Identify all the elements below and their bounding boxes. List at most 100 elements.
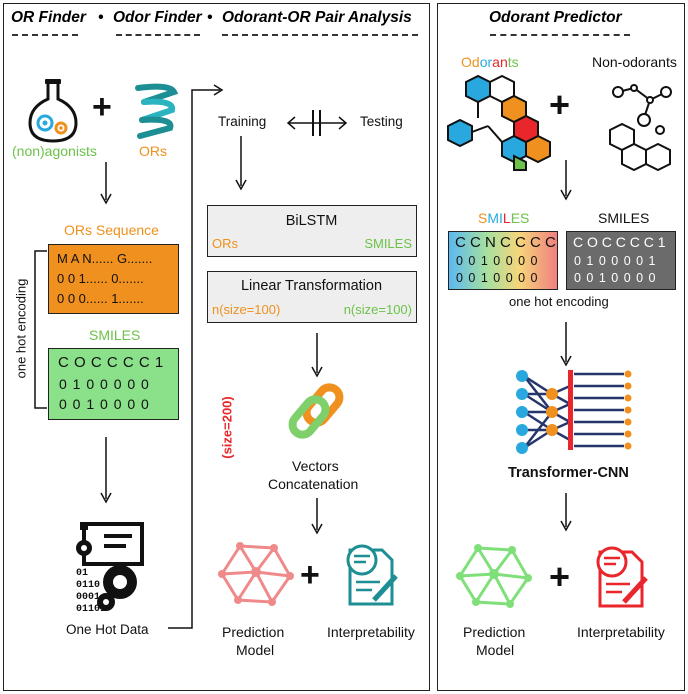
- data-bits-1: 01: [76, 568, 89, 579]
- left-panel: [3, 3, 430, 691]
- prediction-label-2: Model: [236, 642, 275, 658]
- arrow-down-1: [100, 162, 112, 205]
- title-odor-finder: Odor Finder: [113, 9, 202, 26]
- prediction-label-1: Prediction: [222, 624, 285, 640]
- smiles-letter: E: [510, 210, 521, 226]
- network-icon: [218, 542, 294, 606]
- arrow-down-7: [560, 322, 572, 367]
- protein-helix-icon: [135, 83, 179, 139]
- bilstm-box: BiLSTM ORs SMILES: [207, 205, 417, 257]
- or-sequence-matrix: M A N...... G....... 0 0 1...... 0......…: [48, 244, 179, 314]
- concat-label-2: Concatenation: [268, 476, 359, 492]
- plus-sign-left: +: [92, 88, 112, 126]
- neural-network-icon: [516, 370, 632, 454]
- colored-matrix-row: 0 0 1 0 0 0 0: [456, 271, 539, 285]
- odorants-letter: o: [479, 54, 488, 70]
- concat-label-1: Vectors: [292, 458, 339, 474]
- prediction-label-right-2: Model: [476, 642, 515, 658]
- non-odorants-label: Non-odorants: [592, 54, 677, 70]
- one-hot-data-label: One Hot Data: [66, 622, 149, 637]
- interpretability-label-left: Interpretability: [327, 624, 415, 640]
- one-hot-encoding-vertical: one hot encoding: [13, 278, 29, 379]
- smiles-matrix-row: 0 0 1 0 0 0 0: [59, 396, 150, 412]
- transformer-cnn-label: Transformer-CNN: [508, 465, 629, 481]
- smiles-matrix-row: 0 1 0 0 0 0 0: [59, 376, 150, 392]
- data-bits-2: 0110: [76, 580, 101, 591]
- plus-sign-right-top: +: [549, 84, 571, 125]
- arrow-down-5: [311, 498, 323, 535]
- arrow-down-3: [235, 136, 247, 191]
- title-or-finder: OR Finder: [11, 9, 86, 26]
- arrow-down-8: [560, 493, 572, 532]
- or-sequence-row: 0 0 1...... 0.......: [57, 271, 144, 286]
- odorants-label: Odorants: [461, 54, 519, 70]
- or-sequence-row: 0 0 0...... 1.......: [57, 291, 144, 306]
- dash-underline-2: [116, 34, 200, 36]
- smiles-colored-title: SMILES: [478, 210, 529, 226]
- plus-sign-bottom-right: +: [549, 556, 571, 597]
- right-panel-title: Odorant Predictor: [489, 9, 622, 26]
- prediction-label-right-1: Prediction: [463, 624, 526, 640]
- colored-matrix-row: C C N C C C C: [455, 234, 556, 251]
- chain-link-icon: [288, 383, 344, 439]
- bilstm-smiles: SMILES: [364, 236, 412, 251]
- arrow-down-4: [311, 333, 323, 378]
- data-gears-icon: [76, 522, 144, 611]
- odorants-letter: r: [487, 54, 493, 70]
- linear-transformation-box: Linear Transformation n(size=100) n(size…: [207, 271, 417, 323]
- odorants-letter: s: [511, 54, 519, 70]
- flask-icon: [28, 79, 78, 143]
- smiles-matrix: C O C C C C 1 0 1 0 0 0 0 0 0 0 1 0 0 0 …: [48, 348, 179, 420]
- document-magnifier-icon: [596, 546, 648, 608]
- odorants-letter: n: [499, 54, 508, 70]
- connector-arrow: [168, 84, 224, 629]
- title-bullet-2: •: [207, 9, 213, 26]
- document-magnifier-icon: [346, 544, 398, 606]
- smiles-letter: L: [502, 210, 511, 226]
- gray-matrix-row: 0 0 1 0 0 0 0: [574, 271, 657, 285]
- data-bits-4: 01101: [76, 604, 107, 615]
- smiles-letter: M: [487, 210, 500, 226]
- arrow-down-2: [100, 437, 112, 504]
- bilstm-ors: ORs: [212, 236, 238, 251]
- smiles-colored-matrix: C C N C C C C 0 0 1 0 0 0 0 0 0 1 0 0 0 …: [448, 231, 558, 290]
- dash-underline-1: [12, 34, 78, 36]
- train-test-split-icon: [286, 110, 348, 136]
- or-sequence-title: ORs Sequence: [64, 222, 159, 238]
- title-bullet-1: •: [98, 9, 104, 26]
- odorants-letter: t: [507, 54, 512, 70]
- plus-sign-bottom-left: +: [300, 556, 320, 594]
- gray-matrix-row: C O C C C C 1: [573, 234, 666, 250]
- arrow-down-6: [560, 160, 572, 201]
- gray-matrix-row: 0 1 0 0 0 0 1: [574, 254, 657, 268]
- molecule-icon: [447, 74, 551, 171]
- smiles-gray-title: SMILES: [598, 210, 650, 226]
- colored-matrix-row: 0 0 1 0 0 0 0: [456, 254, 539, 268]
- testing-label: Testing: [360, 114, 403, 129]
- odorants-letter: O: [461, 54, 472, 70]
- or-sequence-row: M A N...... G.......: [57, 251, 153, 266]
- ors-label: ORs: [139, 143, 167, 159]
- one-hot-encoding-right: one hot encoding: [509, 294, 609, 309]
- odorants-letter: a: [492, 54, 500, 70]
- title-pair-analysis: Odorant-OR Pair Analysis: [222, 9, 412, 26]
- odorants-letter: d: [471, 54, 480, 70]
- bilstm-title: BiLSTM: [285, 213, 338, 229]
- interpretability-label-right: Interpretability: [577, 624, 665, 640]
- smiles-matrix-title: SMILES: [89, 327, 141, 343]
- data-bits-3: 0001: [76, 592, 101, 603]
- network-icon: [456, 544, 532, 608]
- linear-right-size: n(size=100): [343, 302, 412, 317]
- molecule-icon: [609, 84, 672, 172]
- encoding-bracket: [34, 250, 47, 409]
- agonists-label: (non)agonists: [12, 143, 97, 159]
- linear-title: Linear Transformation: [240, 278, 383, 294]
- dash-underline-3: [222, 34, 418, 36]
- smiles-letter: I: [499, 210, 503, 226]
- linear-left-size: n(size=100): [212, 302, 281, 317]
- smiles-gray-matrix: C O C C C C 1 0 1 0 0 0 0 1 0 0 1 0 0 0 …: [566, 231, 676, 290]
- training-label: Training: [218, 114, 267, 129]
- dash-underline-right: [490, 34, 630, 36]
- smiles-matrix-row: C O C C C C 1: [58, 354, 164, 371]
- smiles-letter: S: [478, 210, 488, 226]
